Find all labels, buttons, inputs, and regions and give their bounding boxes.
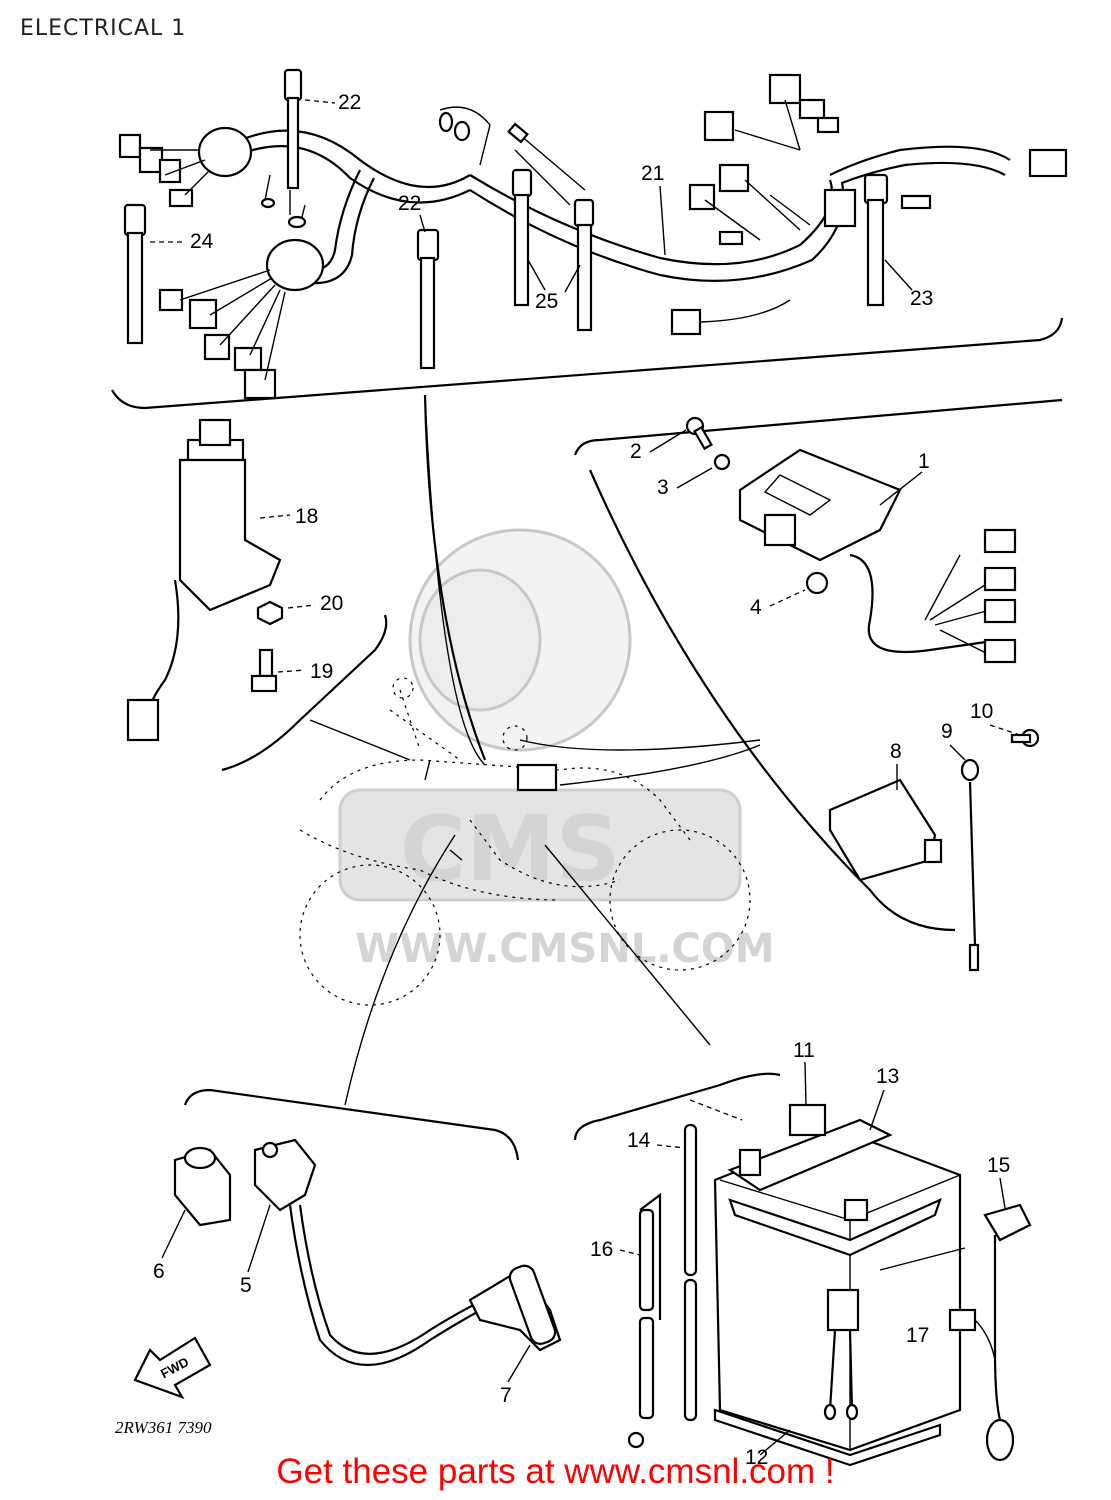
- callout-18: 18: [295, 505, 318, 528]
- plug-cap-7: [468, 1264, 562, 1352]
- watermark-logo: CMS: [400, 797, 620, 902]
- callout-19: 19: [310, 660, 333, 683]
- callout-20: 20: [320, 592, 343, 615]
- fwd-arrow: FWD: [133, 1336, 212, 1400]
- callout-4: 4: [750, 596, 762, 619]
- watermark-url: WWW.CMSNL.COM: [355, 926, 775, 972]
- battery-tray-12: [713, 1408, 942, 1467]
- callout-12: 12: [745, 1446, 768, 1469]
- callout-21: 21: [641, 162, 664, 185]
- callout-8: 8: [890, 740, 902, 763]
- callout-7: 7: [500, 1384, 512, 1407]
- harness-group-bracket: [111, 317, 1064, 410]
- group-left-bracket: [221, 614, 388, 772]
- ignition-coil-5: [253, 1138, 506, 1367]
- lead-wire-9: [960, 758, 980, 972]
- callout-15: 15: [987, 1154, 1010, 1177]
- callout-3: 3: [657, 476, 669, 499]
- callout-16: 16: [590, 1238, 613, 1261]
- bolt-2: [685, 416, 713, 451]
- callout-2: 2: [630, 440, 642, 463]
- washer-3: [713, 453, 731, 471]
- callout-9: 9: [941, 720, 953, 743]
- group-line-center: [423, 394, 487, 761]
- wire-harness: [118, 73, 1068, 400]
- callout-17: 17: [906, 1324, 929, 1347]
- callout-14: 14: [627, 1129, 651, 1152]
- callout-1: 1: [918, 450, 930, 473]
- cdi-unit: [738, 448, 1017, 664]
- callout-6: 6: [153, 1260, 165, 1283]
- main-switch-18: [126, 418, 282, 742]
- lower-right-bracket: [573, 1072, 781, 1141]
- lower-left-bracket: [183, 1088, 520, 1161]
- callout-13: 13: [876, 1065, 899, 1088]
- fuse-17: [823, 1288, 860, 1421]
- callout-25: 25: [535, 290, 558, 313]
- callout-24: 24: [190, 230, 214, 253]
- battery-13: [713, 1103, 962, 1452]
- callout-22-lower: 22: [398, 192, 421, 215]
- footer-link[interactable]: Get these parts at www.cmsnl.com !: [276, 1452, 835, 1491]
- cable-ties: [123, 68, 889, 370]
- callout-23: 23: [910, 287, 933, 310]
- ignition-coil-6: [173, 1146, 232, 1227]
- relay-8: [828, 778, 943, 882]
- callout-22-upper: 22: [338, 91, 361, 114]
- diagram-code: 2RW361 7390: [115, 1418, 212, 1437]
- page-title: ELECTRICAL 1: [20, 16, 187, 41]
- cms-watermark: CMS WWW.CMSNL.COM: [338, 528, 775, 972]
- nut-4: [805, 571, 829, 595]
- nut-20: [256, 600, 284, 626]
- breather-pipe-14: [683, 1099, 743, 1422]
- motorcycle-outline: [299, 677, 751, 1006]
- callout-10: 10: [970, 700, 993, 723]
- group-right-bracket: [573, 398, 1063, 932]
- callout-5: 5: [240, 1274, 252, 1297]
- cable-15: [879, 1203, 1032, 1462]
- screw-10: [1010, 728, 1040, 748]
- cable-16: [619, 1192, 662, 1449]
- bulb-19: [250, 648, 278, 693]
- callout-11: 11: [793, 1039, 815, 1062]
